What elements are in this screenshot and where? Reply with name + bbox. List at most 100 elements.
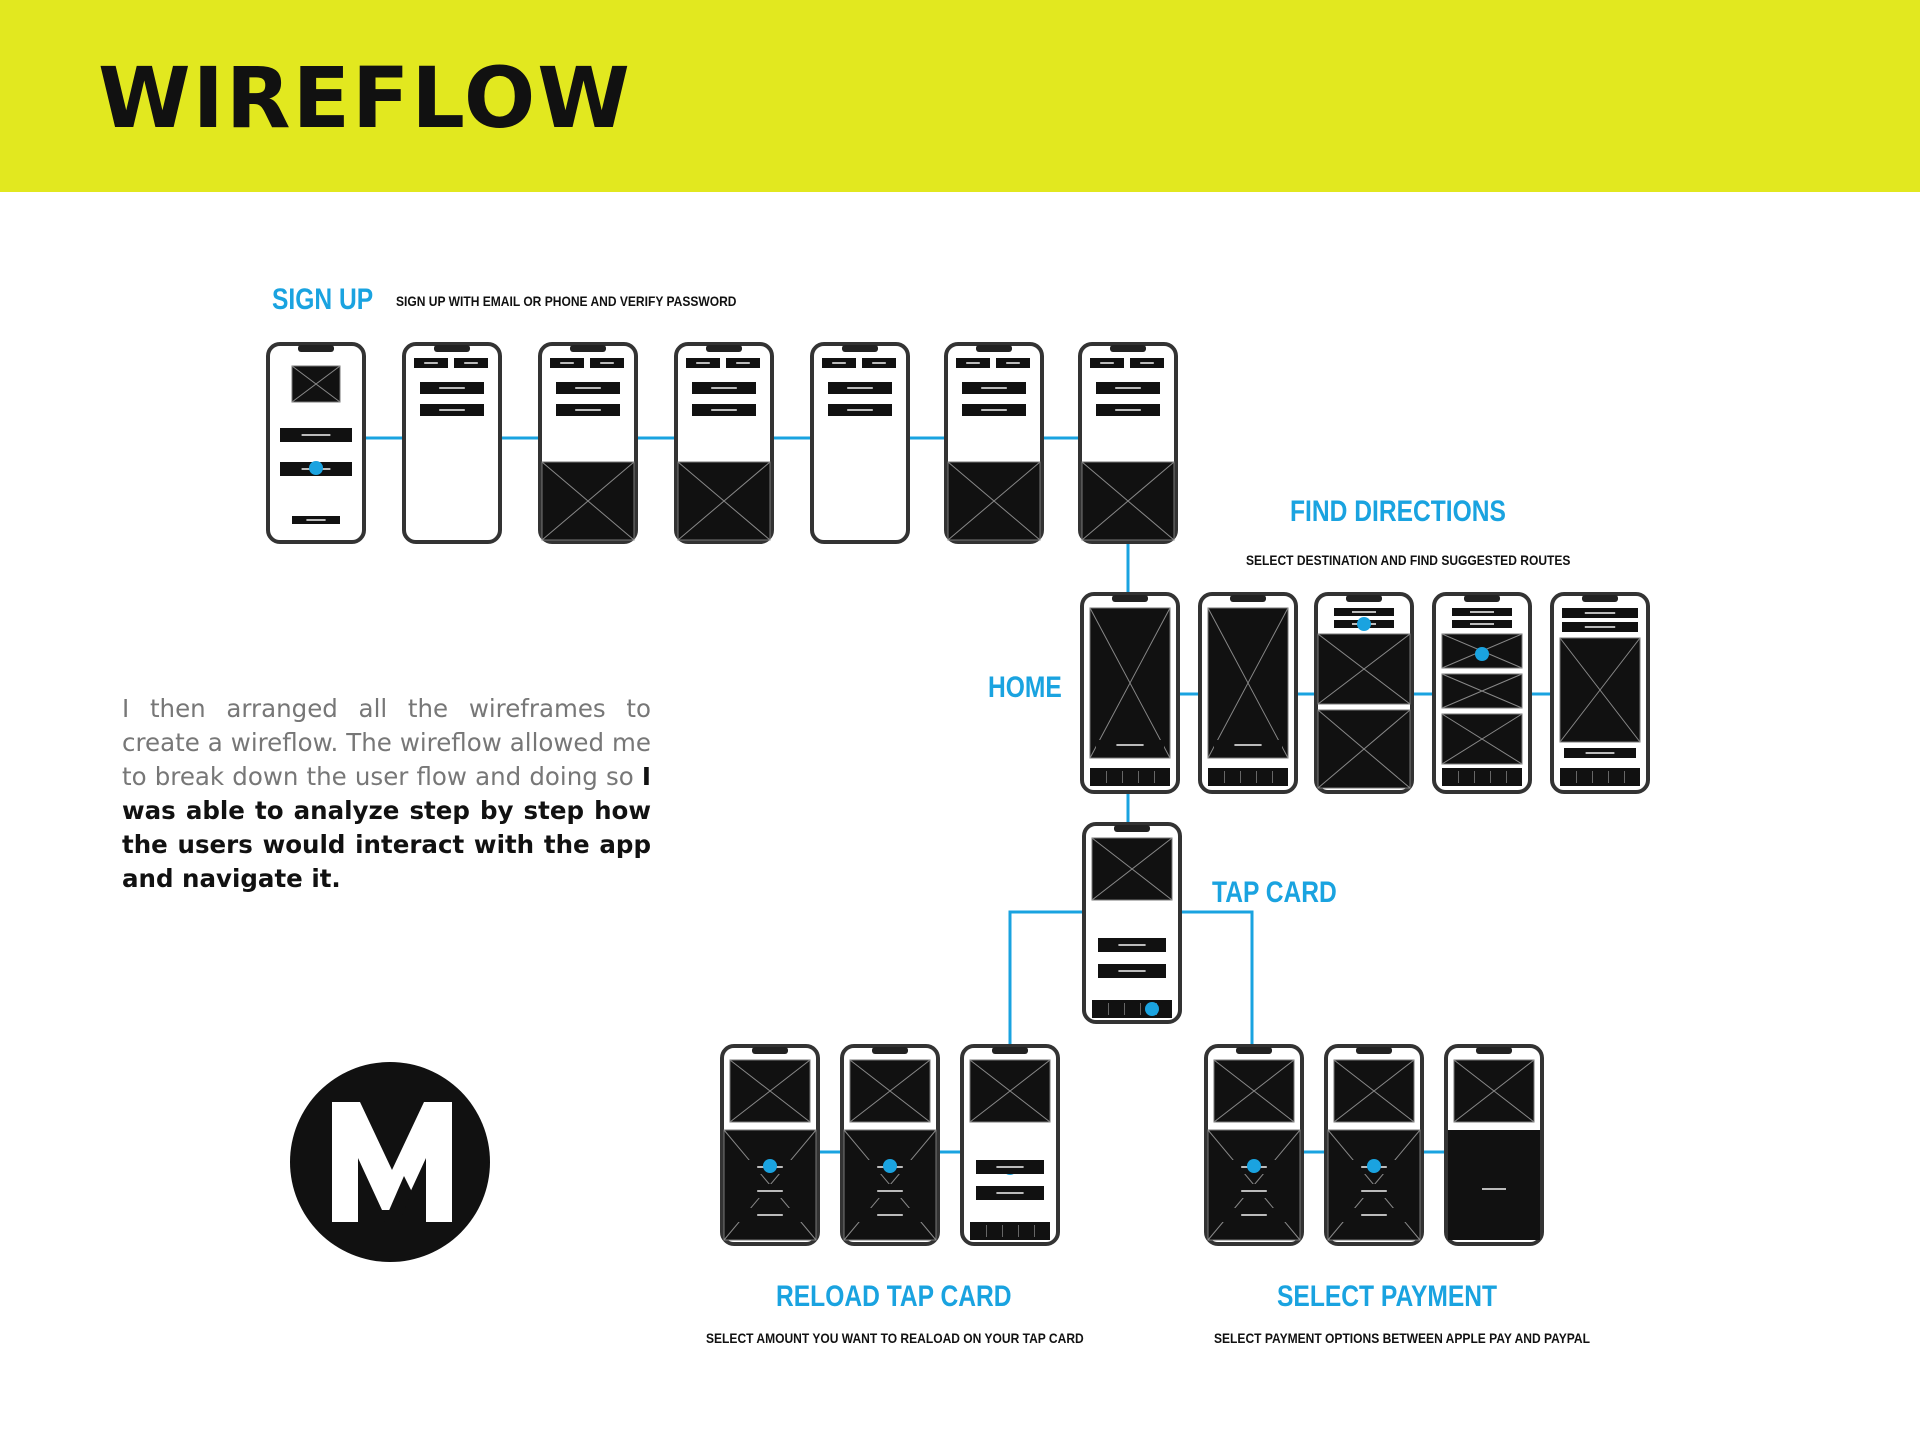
tab-divider <box>1592 771 1593 783</box>
phone-notch <box>842 345 878 352</box>
wireframe-field-label <box>872 362 886 364</box>
wireframe-field-label <box>439 387 465 389</box>
wireframe-field-label <box>1241 1214 1267 1216</box>
wireframe-field-label <box>439 409 465 411</box>
phone-notch <box>1230 595 1266 602</box>
tap-indicator <box>1247 1159 1261 1173</box>
tab-divider <box>1240 771 1241 783</box>
directions-screen <box>1550 592 1650 794</box>
phone-notch <box>1112 595 1148 602</box>
wireframe-placeholder-cross <box>1441 673 1523 709</box>
tab-divider <box>1122 771 1123 783</box>
phone-notch <box>752 1047 788 1054</box>
sign-up-screen <box>810 342 910 544</box>
wireframe-placeholder-cross <box>1317 709 1411 789</box>
wireframe-placeholder-cross <box>291 365 341 403</box>
payment-screen <box>1444 1044 1544 1246</box>
tap-indicator <box>763 1159 777 1173</box>
phone-frame <box>402 342 502 544</box>
directions-screen <box>1432 592 1532 794</box>
tab-divider <box>1138 771 1139 783</box>
tap-card-screen <box>1082 822 1182 1024</box>
connector-line <box>1176 910 1254 1046</box>
wireframe-field-label <box>306 519 326 521</box>
phone-notch <box>992 1047 1028 1054</box>
reload-tap-card-title: RELOAD TAP CARD <box>776 1280 1012 1313</box>
wireframe-field-label <box>1118 944 1146 946</box>
wireframe-placeholder-cross <box>1089 607 1171 759</box>
wireframe-placeholder-cross <box>969 1059 1051 1123</box>
tab-divider <box>1106 771 1107 783</box>
wireframe-field-label <box>464 362 478 364</box>
wireframe-field-label <box>736 362 750 364</box>
reload-screen <box>960 1044 1060 1246</box>
phone-notch <box>1236 1047 1272 1054</box>
phone-notch <box>1346 595 1382 602</box>
wireframe-field-label <box>1585 752 1615 754</box>
wireframe-field-label <box>877 1190 903 1192</box>
wireframe-placeholder-cross <box>1453 1059 1535 1123</box>
tap-card-title: TAP CARD <box>1212 876 1337 909</box>
tap-indicator <box>1145 1002 1159 1016</box>
reload-screen <box>840 1044 940 1246</box>
wireframe-field-label <box>996 1192 1024 1194</box>
wireframe-field-label <box>575 409 601 411</box>
phone-notch <box>976 345 1012 352</box>
tab-divider <box>1458 771 1459 783</box>
wireframe-field-label <box>1140 362 1154 364</box>
tab-bar <box>1208 768 1288 786</box>
intro-text: I then arranged all the wireframes to cr… <box>122 694 651 791</box>
phone-notch <box>1110 345 1146 352</box>
wireframe-placeholder-cross <box>849 1059 931 1123</box>
reload-tap-card-subtitle: SELECT AMOUNT YOU WANT TO REALOAD ON YOU… <box>706 1330 1084 1346</box>
phone-notch <box>298 345 334 352</box>
tab-divider <box>1256 771 1257 783</box>
wireframe-field-label <box>1241 1190 1267 1192</box>
phone-notch <box>1464 595 1500 602</box>
tab-divider <box>1140 1003 1141 1015</box>
directions-screen <box>1198 592 1298 794</box>
wireframe-field-label <box>1482 1188 1506 1190</box>
select-payment-subtitle: SELECT PAYMENT OPTIONS BETWEEN APPLE PAY… <box>1214 1330 1590 1346</box>
wireframe-field-label <box>1584 612 1616 614</box>
wireframe-field-label <box>1006 362 1020 364</box>
wireframe-field-label <box>847 409 873 411</box>
reload-screen <box>720 1044 820 1246</box>
wireframe-field-label <box>711 409 737 411</box>
wireframe-field-label <box>560 362 574 364</box>
wireframe-field-label <box>996 1166 1024 1168</box>
wireframe-placeholder-cross <box>1091 837 1173 901</box>
tab-divider <box>1474 771 1475 783</box>
wireframe-placeholder-cross <box>947 461 1041 541</box>
phone-notch <box>706 345 742 352</box>
tab-divider <box>986 1225 987 1237</box>
payment-screen <box>1324 1044 1424 1246</box>
phone-notch <box>1356 1047 1392 1054</box>
phone-notch <box>872 1047 908 1054</box>
page-title: WIREFLOW <box>98 49 632 147</box>
phone-notch <box>1582 595 1618 602</box>
find-directions-subtitle: SELECT DESTINATION AND FIND SUGGESTED RO… <box>1246 552 1571 568</box>
wireframe-placeholder-cross <box>1207 607 1289 759</box>
header-banner <box>0 0 1920 192</box>
wireframe-field-label <box>847 387 873 389</box>
wireframe-field-label <box>1115 387 1141 389</box>
tab-divider <box>1272 771 1273 783</box>
wireframe-field-label <box>1361 1190 1387 1192</box>
tab-bar <box>1442 768 1522 786</box>
wireframe-field-label <box>711 387 737 389</box>
phone-notch <box>434 345 470 352</box>
tab-bar <box>970 1222 1050 1240</box>
tab-divider <box>1002 1225 1003 1237</box>
tap-indicator <box>309 461 323 475</box>
wireframe-field-label <box>301 434 331 436</box>
tab-bar <box>1092 1000 1172 1018</box>
sign-up-title: SIGN UP <box>272 283 374 316</box>
wireframe-field-label <box>1470 623 1494 625</box>
wireframe-field-label <box>981 409 1007 411</box>
tab-divider <box>1490 771 1491 783</box>
wireframe-field-label <box>1115 409 1141 411</box>
wireframe-placeholder-cross <box>1559 637 1641 743</box>
wireframe-field-label <box>966 362 980 364</box>
